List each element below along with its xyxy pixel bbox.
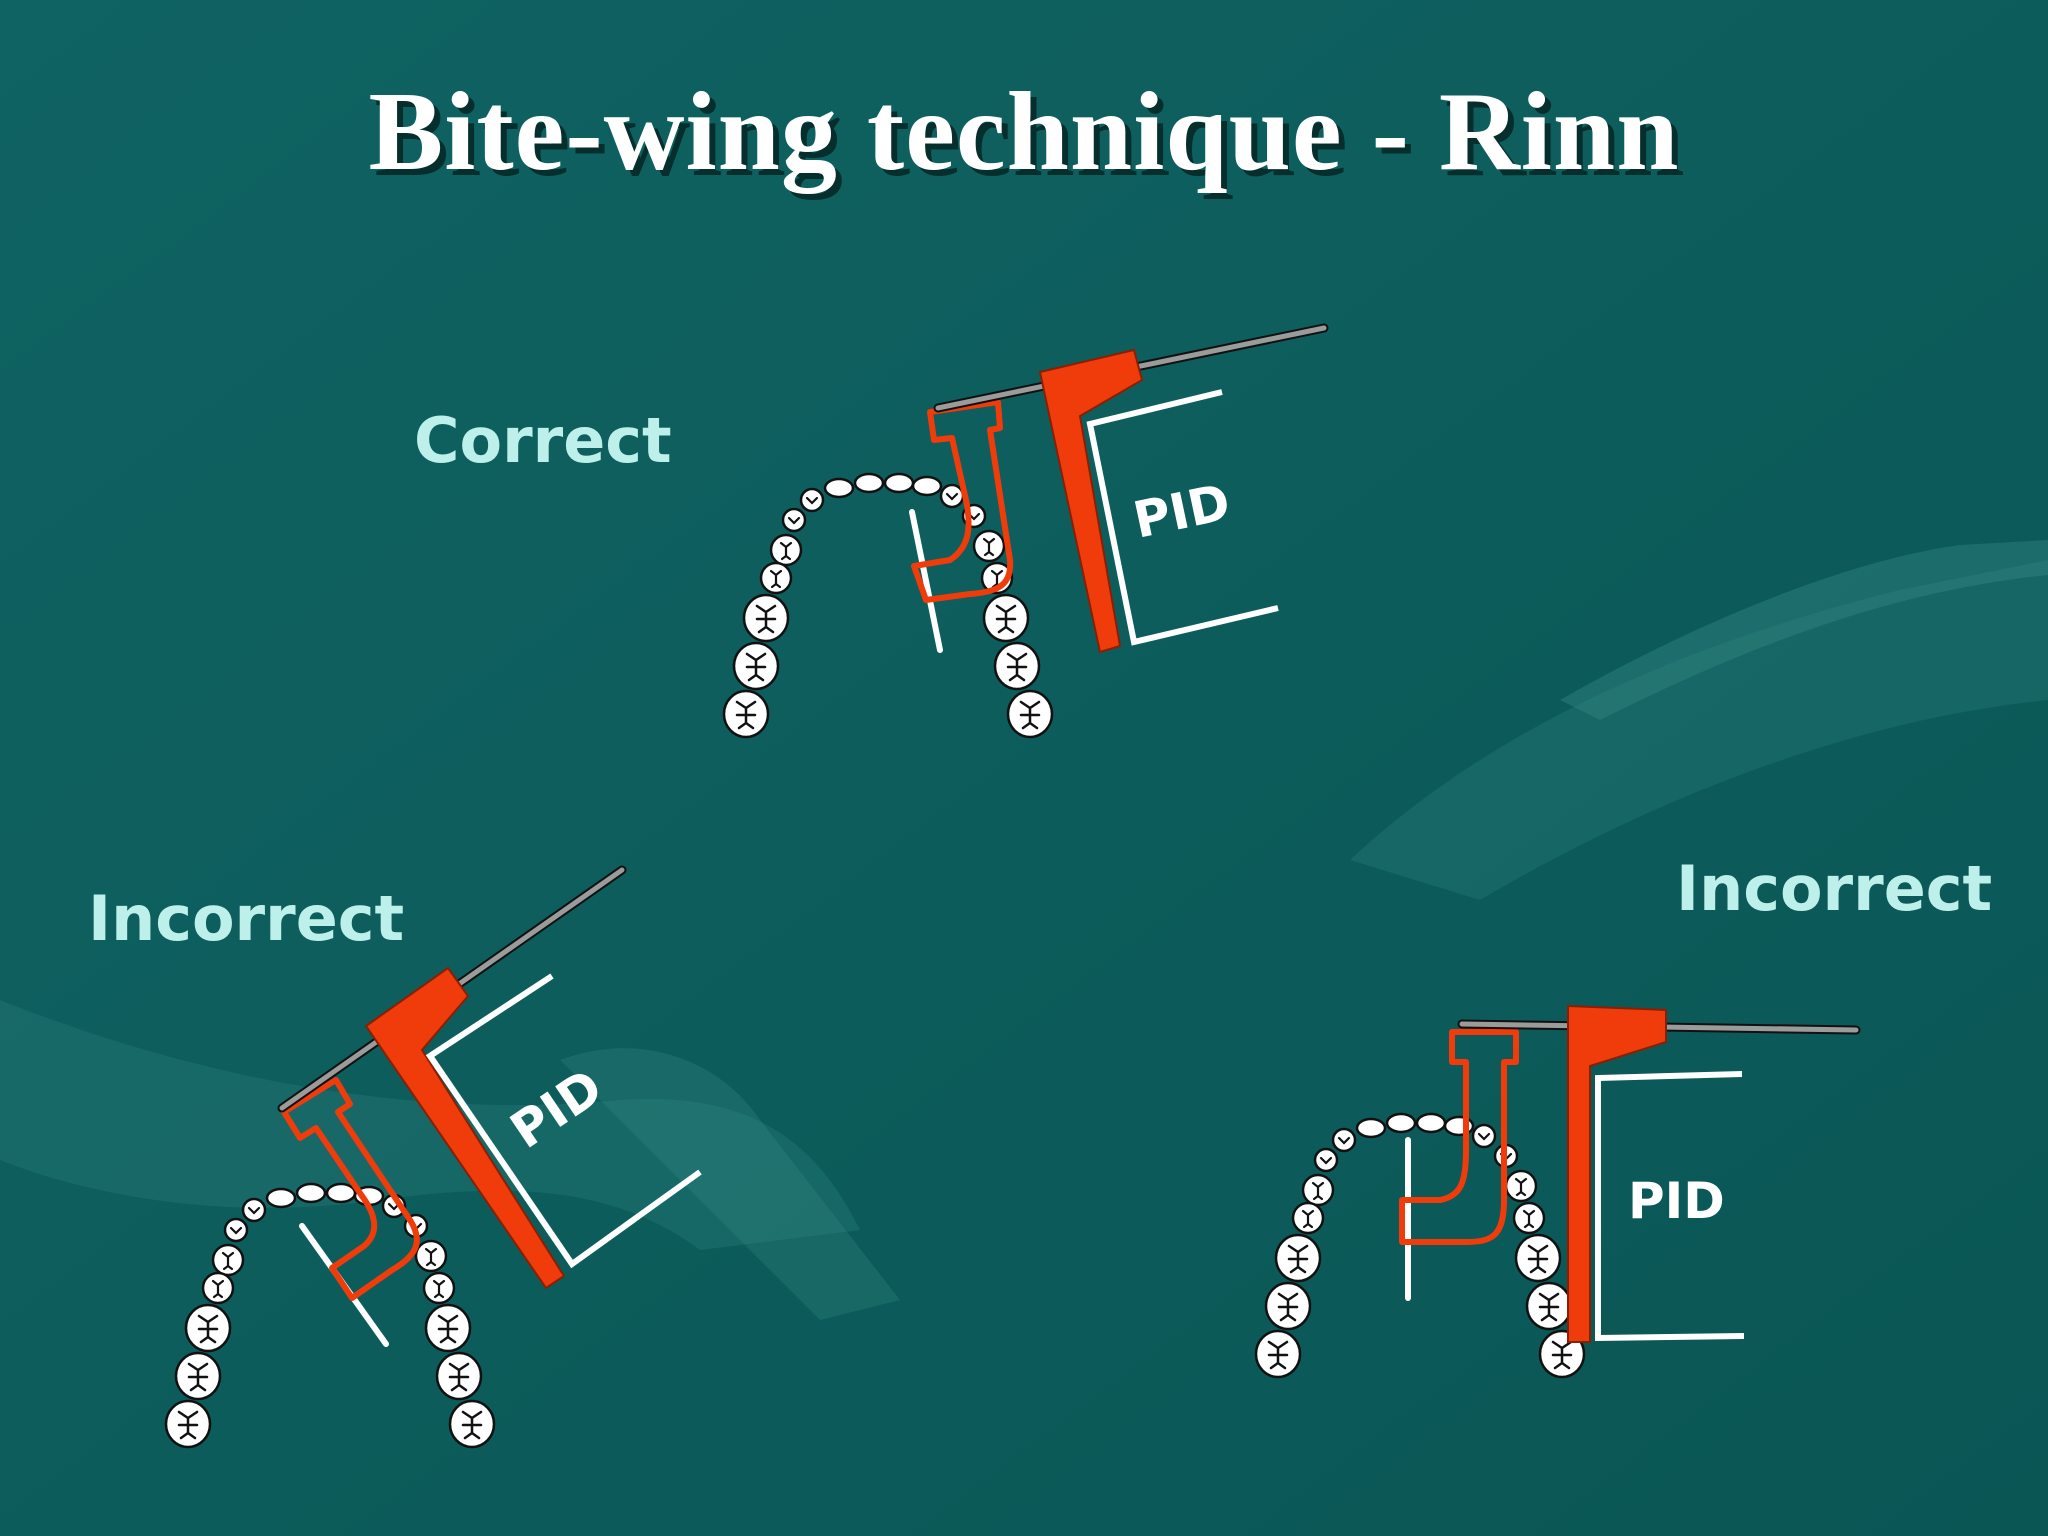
bite-block-incorrect-right [1399,1029,1519,1245]
pid-outline-incorrect-left [425,973,702,1269]
watermark-arm-upper [1350,560,2048,900]
diagram-incorrect-right: PID [1256,1004,1861,1377]
aiming-ring-incorrect-right [1567,1004,1667,1343]
label-incorrect-left: Incorrect [88,882,405,955]
watermark-wrist [560,1048,900,1320]
aiming-ring-incorrect-left [364,966,566,1290]
diagram-incorrect-left: PID [166,865,702,1447]
diagram-correct: PID [724,323,1329,737]
pid-label-incorrect-left: PID [500,1058,613,1160]
pid-label-incorrect-right: PID [1628,1172,1725,1230]
aiming-ring-correct [1038,348,1144,654]
watermark-arm-lower [0,1000,860,1250]
label-correct: Correct [414,404,672,477]
bite-block-incorrect-left [281,1077,420,1301]
film-correct [909,509,943,653]
pid-outline-correct [1086,389,1279,646]
watermark-finger [1560,540,2048,720]
pid-outline-incorrect-right [1595,1071,1745,1342]
slide-title: Bite-wing technique - Rinn [368,70,1680,194]
bite-block-correct [911,399,1014,603]
dental-arch-incorrect-left [166,1184,494,1447]
pid-label-correct: PID [1128,473,1235,550]
label-incorrect-right: Incorrect [1676,852,1993,925]
dental-arch-incorrect-right [1256,1114,1584,1377]
